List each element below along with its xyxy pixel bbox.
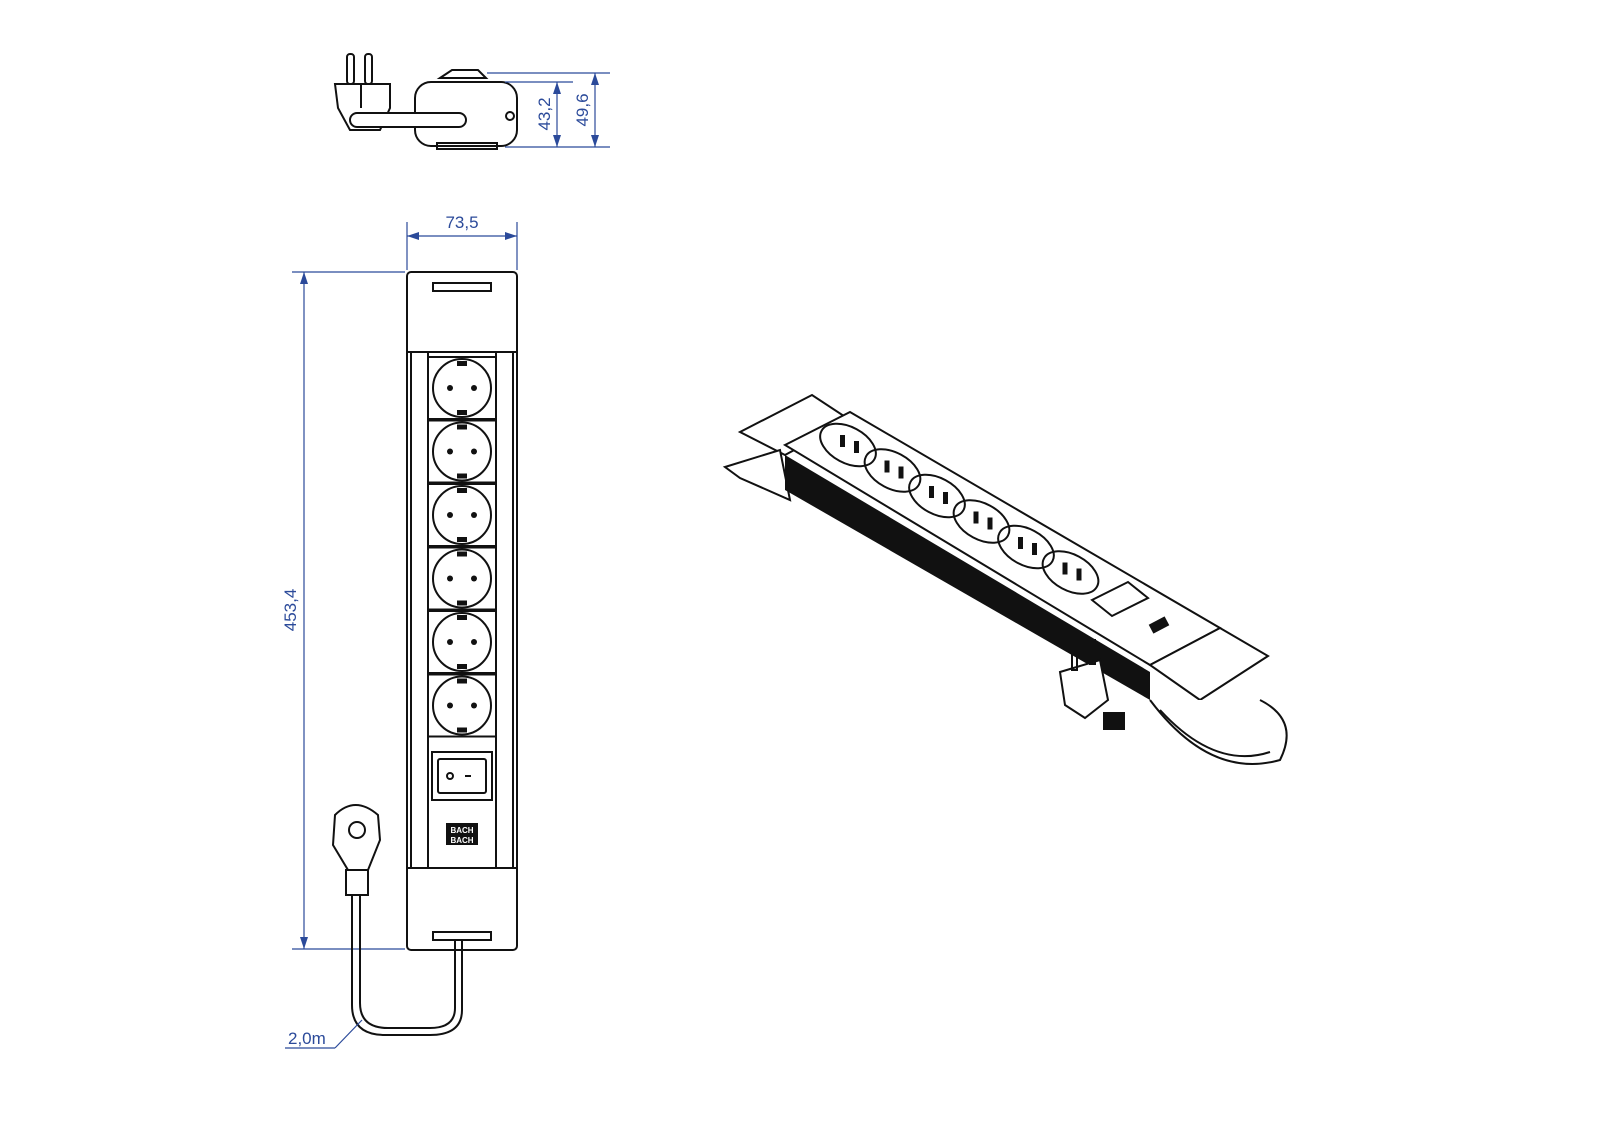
iso-socket [819, 422, 877, 468]
sockets [427, 356, 497, 738]
power-switch[interactable] [431, 751, 493, 801]
iso-plug [1058, 639, 1125, 730]
iso-socket [997, 524, 1055, 570]
socket [427, 356, 497, 420]
dim-cable-length: 2,0m [288, 1029, 326, 1048]
dim-length: 453,4 [281, 589, 300, 632]
plug-front [331, 804, 382, 896]
socket [427, 419, 497, 484]
side-view: 43,2 49,6 [333, 53, 610, 150]
dim-height-total: 49,6 [573, 93, 592, 126]
logo-text: BACH [450, 826, 473, 835]
socket [427, 610, 497, 674]
logo-text-2: BACH [450, 836, 473, 845]
iso-socket [1041, 550, 1100, 595]
logo: BACH BACH [446, 823, 478, 845]
iso-switch [1090, 580, 1150, 618]
front-view: 73,5 453,4 BACH BACH [281, 213, 518, 1049]
iso-logo [1148, 616, 1170, 634]
iso-sockets [819, 422, 1100, 595]
socket [427, 673, 497, 738]
dim-width: 73,5 [445, 213, 478, 232]
socket [427, 483, 497, 547]
dim-height-body: 43,2 [535, 97, 554, 130]
iso-socket [952, 499, 1011, 544]
isometric-view [722, 393, 1288, 765]
iso-socket [863, 448, 922, 493]
socket [427, 546, 497, 611]
iso-socket [908, 473, 966, 519]
